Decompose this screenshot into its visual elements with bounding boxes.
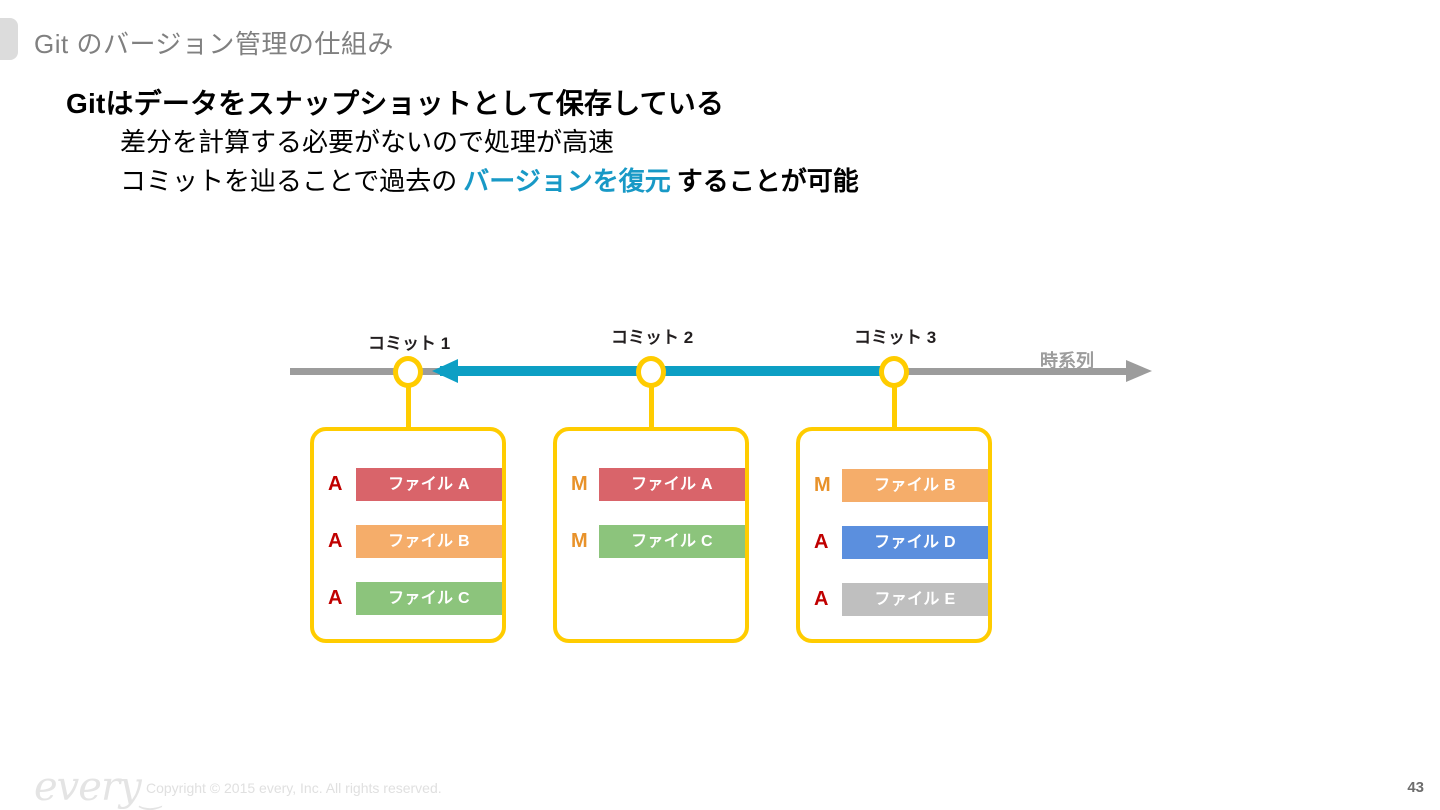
file-row[interactable]: A ファイル D: [814, 525, 988, 559]
file-chip: ファイル D: [842, 525, 988, 559]
file-row[interactable]: A ファイル E: [814, 582, 988, 616]
commit-3-snapshot: M ファイル B A ファイル D A ファイル E: [796, 427, 992, 643]
file-chip: ファイル B: [842, 468, 988, 502]
file-status-flag: A: [328, 587, 343, 609]
file-status-flag: M: [814, 474, 831, 496]
commit-node-3[interactable]: [879, 356, 909, 388]
file-status-flag: M: [571, 473, 588, 495]
timeline-active-range: [440, 366, 895, 376]
file-row[interactable]: A ファイル A: [328, 467, 502, 501]
commit-1-snapshot: A ファイル A A ファイル B A ファイル C: [310, 427, 506, 643]
rollback-arrow-icon: [432, 359, 458, 383]
supporting-line-2-suffix: することが可能: [676, 166, 859, 196]
file-chip: ファイル E: [842, 582, 988, 616]
supporting-line-2: コミットを辿ることで過去のバージョンを復元することが可能: [120, 161, 859, 198]
header-accent-bar: [0, 18, 18, 60]
commit-node-2[interactable]: [636, 356, 666, 388]
commit-node-1[interactable]: [393, 356, 423, 388]
timeline-axis-label: 時系列: [1040, 351, 1094, 371]
brand-logo-text: every: [34, 764, 142, 810]
file-status-flag: A: [328, 473, 343, 495]
commit-label-3: コミット 3: [854, 328, 937, 347]
file-chip: ファイル C: [356, 581, 502, 615]
file-status-flag: M: [571, 530, 588, 552]
file-chip: ファイル A: [356, 467, 502, 501]
supporting-line-2-prefix: コミットを辿ることで過去の: [120, 166, 458, 196]
file-row[interactable]: M ファイル B: [814, 468, 988, 502]
file-row[interactable]: M ファイル A: [571, 467, 745, 501]
file-chip: ファイル A: [599, 467, 745, 501]
commit-label-1: コミット 1: [368, 334, 451, 353]
commit-2-snapshot: M ファイル A M ファイル C: [553, 427, 749, 643]
file-row[interactable]: A ファイル C: [328, 581, 502, 615]
copyright-notice: Copyright © 2015 every, Inc. All rights …: [146, 780, 442, 796]
file-row[interactable]: A ファイル B: [328, 524, 502, 558]
file-status-flag: A: [328, 530, 343, 552]
page-title: Git のバージョン管理の仕組み: [34, 29, 394, 59]
brand-logo-swash-icon: ‿: [140, 781, 162, 810]
page-number: 43: [1407, 779, 1424, 796]
commit-stem-2: [649, 380, 654, 430]
commit-label-2: コミット 2: [611, 328, 694, 347]
commit-stem-3: [892, 380, 897, 430]
file-row[interactable]: M ファイル C: [571, 524, 745, 558]
brand-logo: every‿: [34, 764, 162, 810]
file-status-flag: A: [814, 588, 829, 610]
supporting-line-2-highlight: バージョンを復元: [463, 166, 671, 196]
supporting-line-1: 差分を計算する必要がないので処理が高速: [120, 127, 615, 157]
lead-statement: Gitはデータをスナップショットとして保存している: [66, 88, 725, 119]
timeline-arrowhead-icon: [1126, 360, 1152, 382]
file-chip: ファイル C: [599, 524, 745, 558]
file-chip: ファイル B: [356, 524, 502, 558]
commit-stem-1: [406, 380, 411, 430]
file-status-flag: A: [814, 531, 829, 553]
